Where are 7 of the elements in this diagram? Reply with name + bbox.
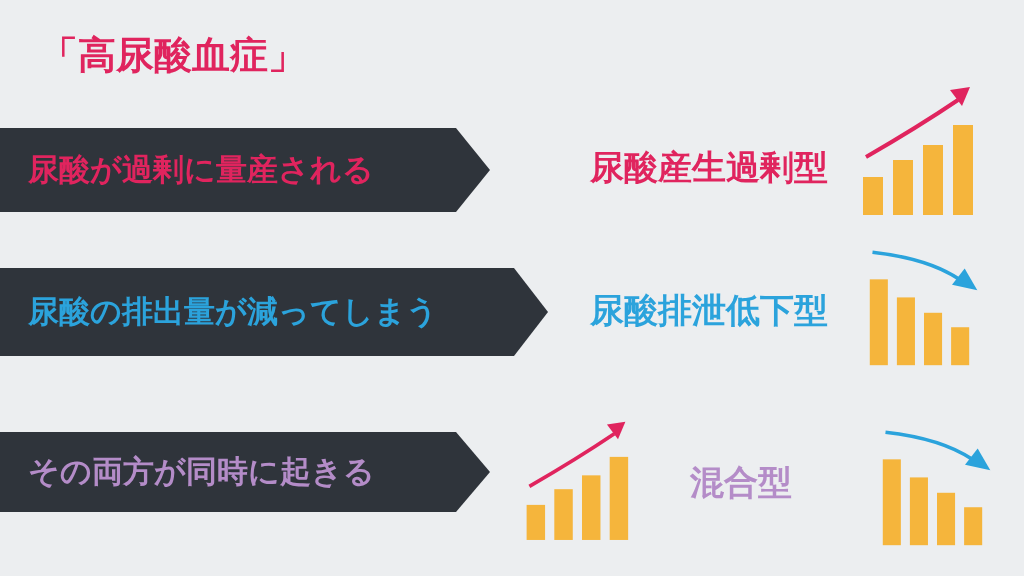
type-label: 尿酸排泄低下型 xyxy=(590,289,828,332)
type-label: 尿酸産生過剰型 xyxy=(590,146,828,189)
banner-text: 尿酸の排出量が減ってしまう xyxy=(28,292,438,331)
type-label: 混合型 xyxy=(690,461,792,504)
banner-text: 尿酸が過剰に量産される xyxy=(28,150,374,189)
title: 「高尿酸血症」 xyxy=(40,32,306,79)
banner-text: その両方が同時に起きる xyxy=(28,452,375,491)
